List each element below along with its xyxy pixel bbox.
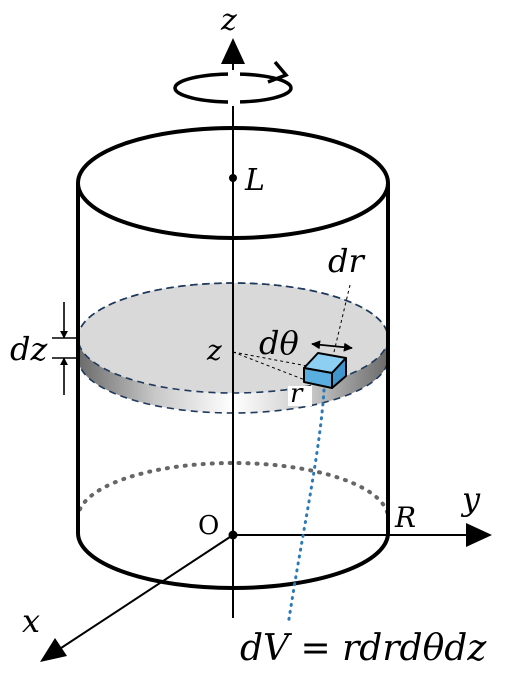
z-axis-label: z bbox=[220, 3, 237, 38]
radial-guides bbox=[232, 351, 319, 381]
dtheta-label: dθ bbox=[259, 324, 299, 362]
dz-label: dz bbox=[10, 330, 48, 368]
x-axis bbox=[40, 534, 234, 662]
x-axis-label: x bbox=[22, 602, 40, 640]
dtheta-arrow bbox=[311, 340, 353, 352]
z-level-label: z bbox=[206, 334, 222, 367]
origin-label: O bbox=[198, 511, 219, 541]
volume-element bbox=[303, 352, 347, 389]
y-axis bbox=[233, 523, 492, 547]
dz-markers bbox=[52, 302, 76, 395]
dr-label: dr bbox=[328, 242, 365, 280]
y-axis-label: y bbox=[460, 480, 481, 518]
origin-dot bbox=[228, 530, 238, 540]
radius-label: R bbox=[394, 501, 416, 534]
length-dot bbox=[229, 174, 237, 182]
r-label-gap bbox=[288, 386, 312, 406]
volume-formula: dV = rdrdθdz bbox=[240, 628, 487, 669]
volume-pointer bbox=[286, 388, 326, 627]
bottom-back-edge bbox=[76, 461, 390, 520]
rotation-arrow-icon bbox=[173, 60, 293, 106]
length-label: L bbox=[244, 163, 265, 198]
z-axis bbox=[221, 38, 245, 618]
r-label: r bbox=[290, 379, 304, 409]
